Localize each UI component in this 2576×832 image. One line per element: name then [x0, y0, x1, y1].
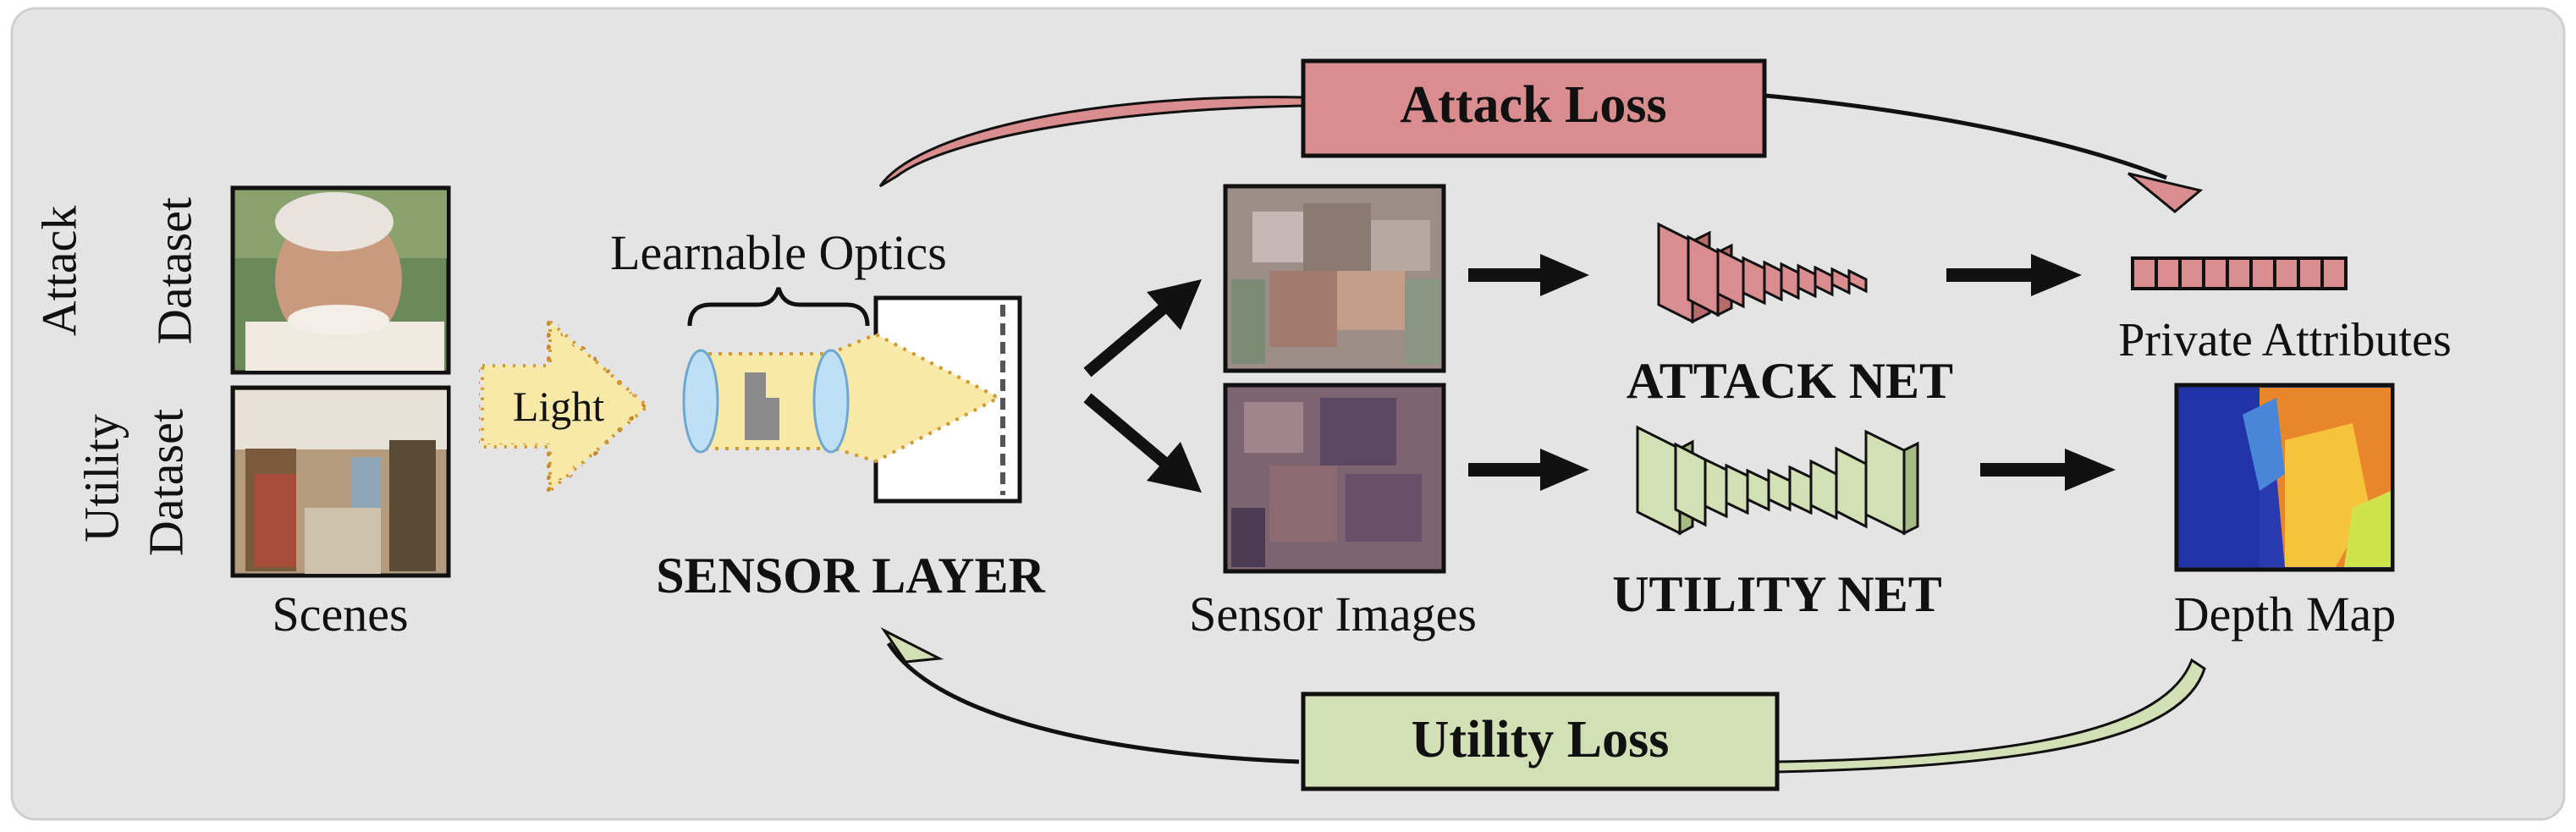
- arrow-to-attack-net: [1468, 254, 1589, 296]
- learnable-optics-label: Learnable Optics: [610, 225, 947, 280]
- private-attributes-label: Private Attributes: [2118, 314, 2452, 366]
- split-arrows: [1083, 279, 1202, 493]
- attack-net-label: ATTACK NET: [1627, 353, 1953, 409]
- attack-loss-loop: Attack Loss: [878, 58, 2204, 213]
- utility-loss-loop: Utility Loss: [880, 627, 2206, 791]
- utility-net-label: UTILITY NET: [1612, 566, 1942, 622]
- arrow-to-depth-map: [1980, 449, 2116, 491]
- light-label: Light: [513, 383, 604, 430]
- scenes-label: Scenes: [272, 587, 408, 642]
- utility-loss-box: [1301, 691, 1780, 791]
- sensor-camera-icon: [682, 295, 1022, 504]
- sensor-image-utility: [1223, 383, 1446, 574]
- arrow-to-private-attributes: [1946, 254, 2082, 296]
- attack-net-icon: [1657, 222, 1868, 324]
- utility-loss-label: Utility Loss: [1412, 711, 1670, 769]
- utility-scene-photo-icon: [230, 385, 451, 578]
- attack-dataset-label-line1: Attack: [31, 205, 87, 337]
- private-attributes-vector: [2131, 256, 2348, 290]
- attack-scene-photo-icon: [230, 185, 451, 375]
- sensor-layer-label: SENSOR LAYER: [656, 548, 1045, 603]
- attack-dataset-label-line2: Dataset: [146, 197, 202, 344]
- arrow-to-utility-net: [1468, 449, 1589, 491]
- attack-loss-label: Attack Loss: [1400, 76, 1666, 134]
- utility-dataset-label-line2: Dataset: [138, 409, 194, 556]
- depth-map-label: Depth Map: [2174, 587, 2397, 642]
- attack-loss-box: [1301, 58, 1767, 158]
- utility-dataset-label-line1: Utility: [74, 414, 129, 543]
- sensor-images-label: Sensor Images: [1189, 587, 1477, 642]
- depth-map-icon: [2174, 383, 2395, 572]
- utility-net-icon: [1636, 425, 1919, 536]
- sensor-image-attack: [1223, 184, 1446, 373]
- light-arrow: Light: [479, 314, 653, 499]
- optics-brace: [687, 287, 870, 327]
